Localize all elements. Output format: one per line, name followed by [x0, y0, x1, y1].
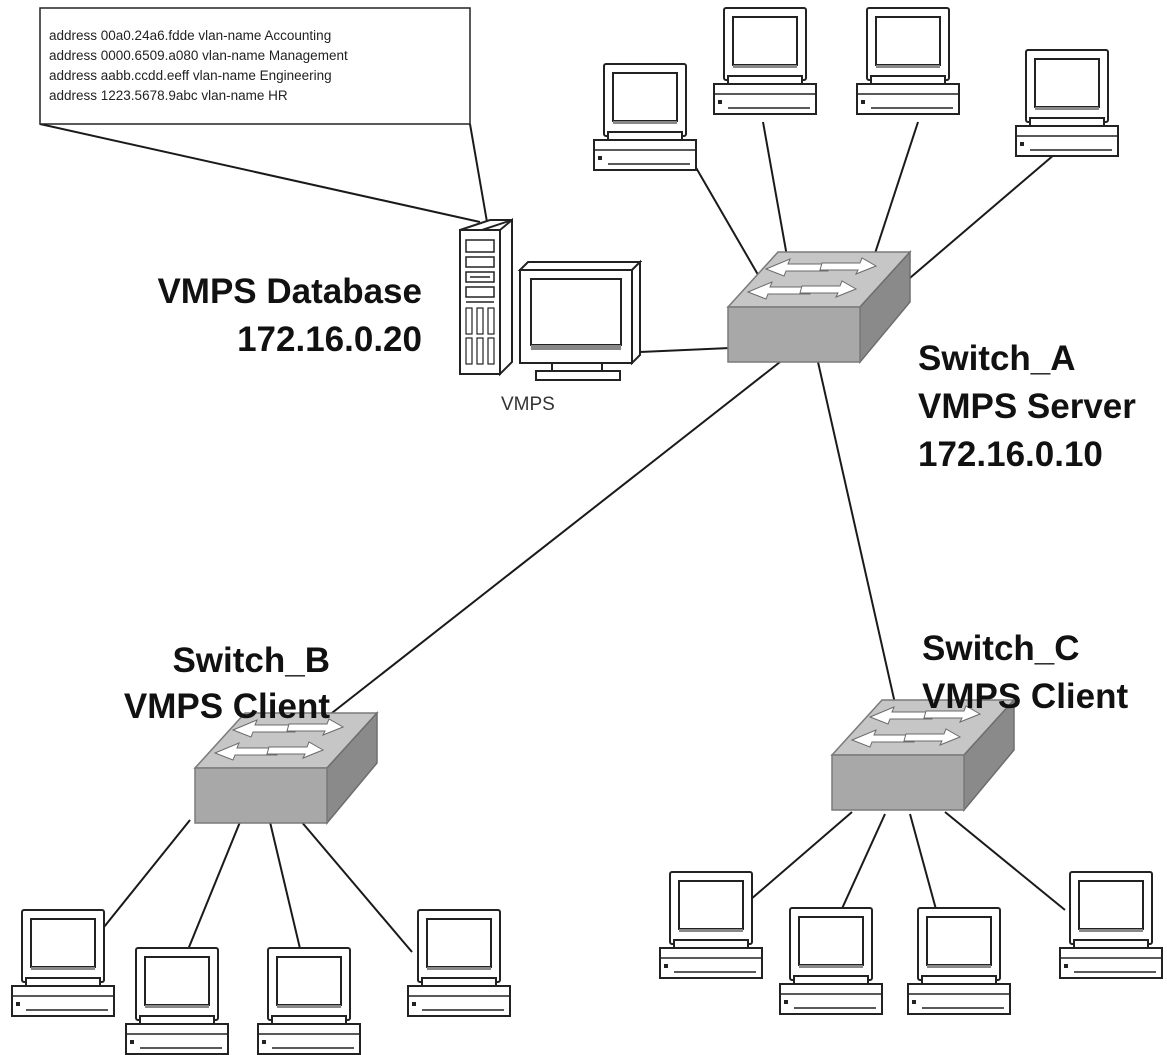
desktop-computer-icon: [779, 907, 883, 1015]
network-switch-icon: [194, 712, 378, 824]
vmps-server: VMPS: [459, 217, 643, 415]
desktop-computer-icon: [856, 7, 960, 115]
desktop-computer-icon: [907, 907, 1011, 1015]
switch-a-name: Switch_A: [918, 339, 1076, 378]
link-switch-a-switch-b: [299, 361, 781, 739]
link-vmps-switch-a: [639, 347, 731, 353]
switch-b-pcs: [11, 909, 511, 1055]
switch-b: [194, 712, 378, 824]
switch-c: [831, 699, 1015, 811]
desktop-computer-icon: [713, 7, 817, 115]
monitor-icon: [517, 259, 643, 381]
vmps-database-callout: address 00a0.24a6.fdde vlan-name Account…: [39, 7, 471, 125]
database-entry: address 0000.6509.a080 vlan-name Managem…: [49, 48, 348, 63]
switch-c-pcs: [659, 871, 1163, 1015]
switch-c-role: VMPS Client: [922, 677, 1128, 716]
desktop-computer-icon: [1015, 49, 1119, 157]
vmps-server-label: VMPS: [501, 394, 555, 415]
callout-line-right: [469, 123, 488, 223]
callout-line-left: [39, 123, 481, 223]
switch-b-role: VMPS Client: [124, 687, 330, 726]
link-switch-b-pc-2: [184, 821, 241, 958]
switch-c-name: Switch_C: [922, 629, 1080, 668]
tower-server-icon: [459, 217, 513, 377]
link-switch-a-pc-4: [889, 153, 1056, 296]
desktop-computer-icon: [257, 947, 361, 1055]
link-switch-c-pc-4: [944, 811, 1066, 911]
database-entry: address 1223.5678.9abc vlan-name HR: [49, 88, 288, 103]
database-entry: address aabb.ccdd.eeff vlan-name Enginee…: [49, 68, 332, 83]
link-switch-b-pc-3: [269, 821, 303, 958]
vmps-database-title: VMPS Database: [157, 272, 422, 311]
switch-a-ip: 172.16.0.10: [918, 435, 1103, 474]
link-switch-c-pc-1: [749, 811, 853, 901]
switch-b-name: Switch_B: [172, 641, 330, 680]
switch-a-pcs: [593, 7, 1119, 171]
vmps-database-ip: 172.16.0.20: [237, 320, 422, 359]
link-switch-b-pc-4: [299, 819, 413, 953]
desktop-computer-icon: [11, 909, 115, 1017]
switch-a-role: VMPS Server: [918, 387, 1136, 426]
network-switch-icon: [831, 699, 1015, 811]
desktop-computer-icon: [593, 63, 697, 171]
database-entry: address 00a0.24a6.fdde vlan-name Account…: [49, 28, 331, 43]
desktop-computer-icon: [125, 947, 229, 1055]
link-switch-b-pc-1: [99, 819, 191, 933]
connections: [39, 121, 1066, 958]
desktop-computer-icon: [1059, 871, 1163, 979]
desktop-computer-icon: [659, 871, 763, 979]
desktop-computer-icon: [407, 909, 511, 1017]
